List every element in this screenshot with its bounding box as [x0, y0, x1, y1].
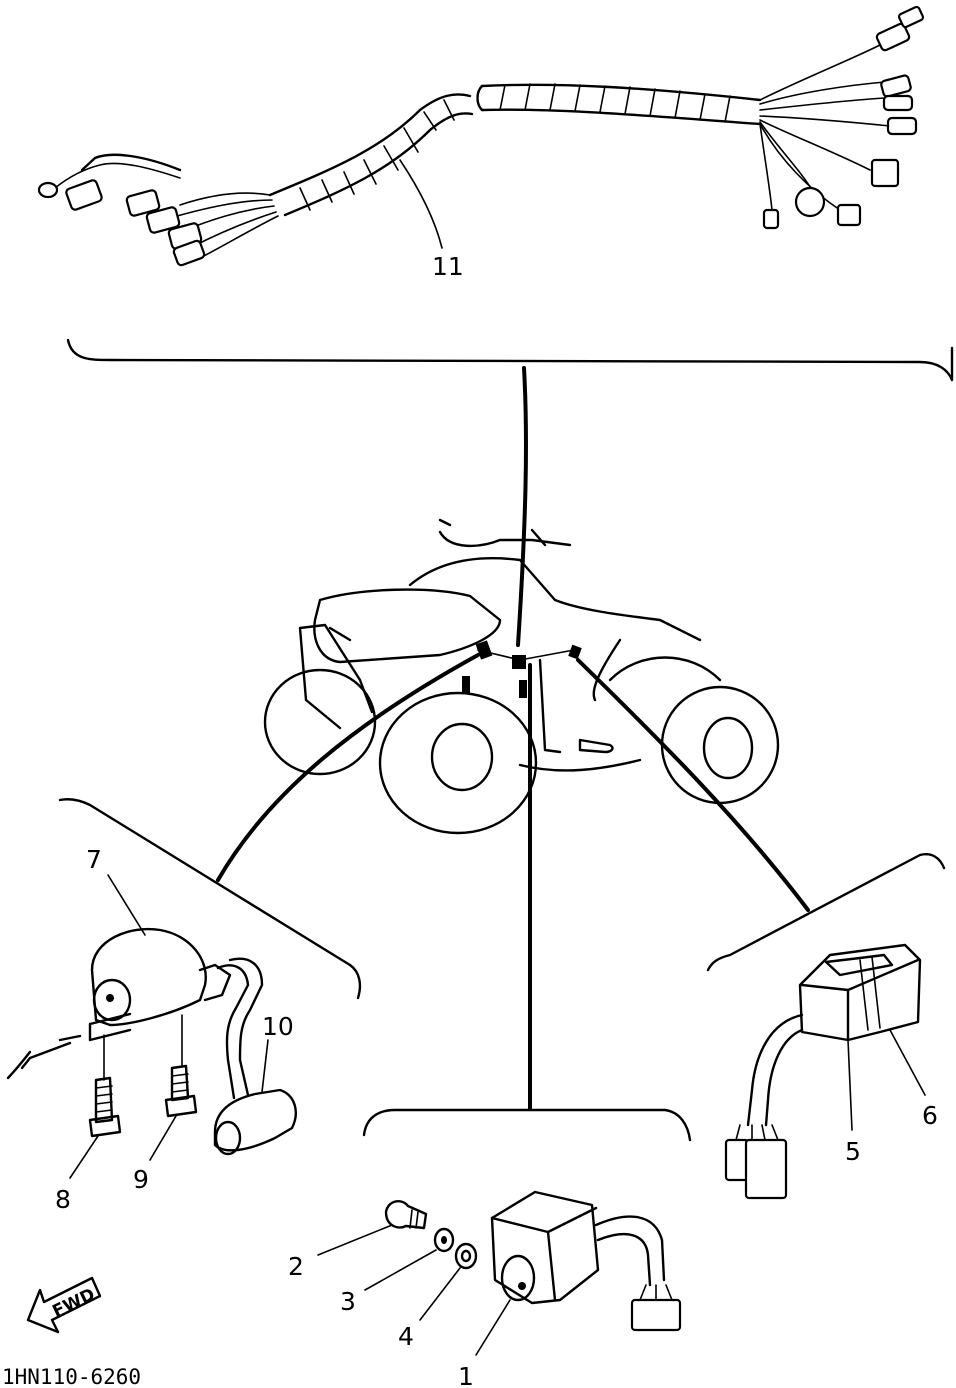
callout-9: 9: [133, 1165, 149, 1194]
callout-11: 11: [432, 252, 464, 281]
rectifier-group: [706, 853, 946, 1200]
callout-6: 6: [922, 1101, 938, 1130]
wire-harness: [37, 5, 925, 267]
harness-bracket: [66, 338, 954, 647]
callout-7: 7: [86, 845, 102, 874]
fwd-arrow-icon: FWD: [26, 1276, 102, 1334]
callout-5: 5: [845, 1137, 861, 1166]
callout-4: 4: [398, 1322, 414, 1351]
direction-label: FWD: [49, 1285, 98, 1322]
callout-2: 2: [288, 1252, 304, 1281]
callout-1: 1: [458, 1362, 474, 1388]
drawing-code: 1HN110-6260: [2, 1365, 141, 1388]
ignition-coil-group: [6, 798, 362, 1179]
part-callouts: 1 2 3 4 5 6 7 8 9 10 11: [55, 252, 938, 1388]
callout-10: 10: [262, 1012, 294, 1041]
callout-8: 8: [55, 1185, 71, 1214]
leader-lines: [216, 653, 810, 1110]
atv-vehicle: [263, 518, 780, 835]
callout-3: 3: [340, 1287, 356, 1316]
cdi-unit-group: [317, 1108, 692, 1356]
